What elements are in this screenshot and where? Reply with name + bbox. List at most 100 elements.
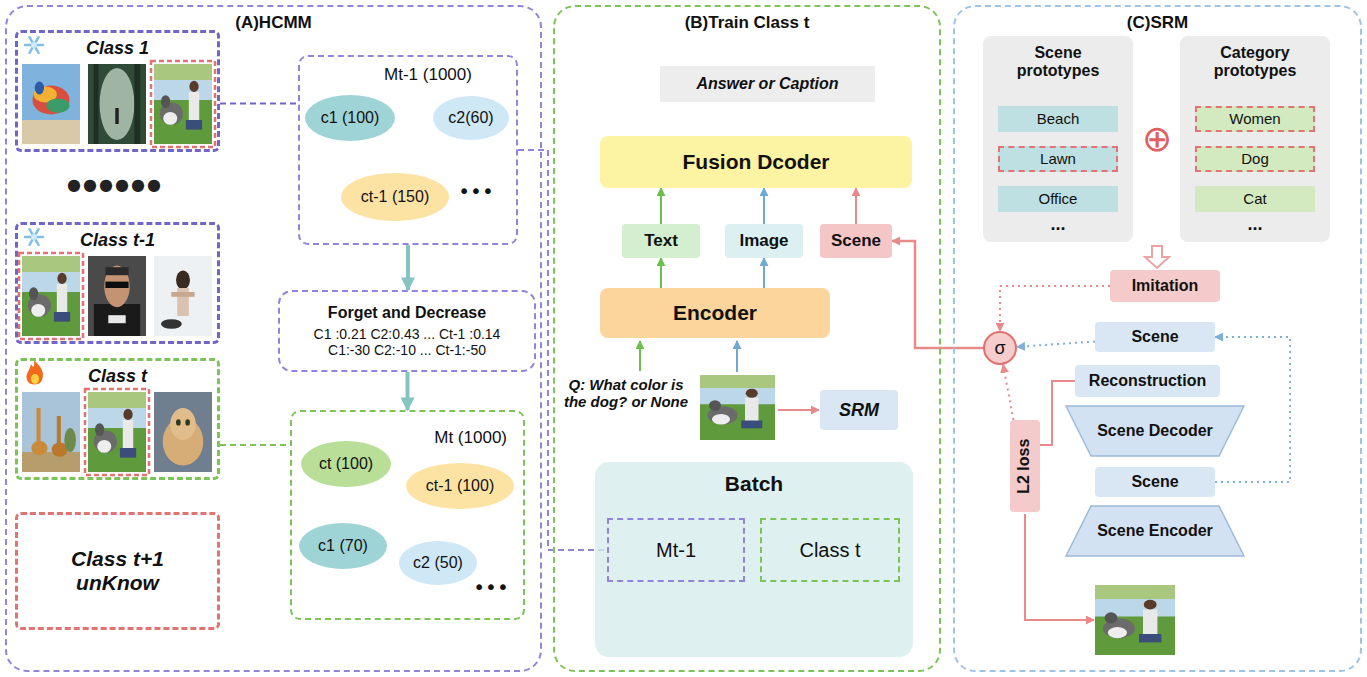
node-label: Mt (1000)	[434, 428, 507, 448]
node-label: (A)HCMM	[235, 13, 311, 33]
zoom-line	[220, 103, 298, 105]
photo-shape	[1144, 600, 1157, 610]
node-label: Reconstruction	[1089, 372, 1206, 390]
hollow-arrow	[1145, 246, 1169, 268]
photo	[22, 64, 80, 144]
photo-shape	[95, 423, 104, 436]
node-label: Mt-1	[656, 539, 696, 562]
node-label: Dog	[1241, 150, 1269, 167]
node-label: ct-1 (100)	[426, 477, 494, 495]
class-box: Class t	[15, 358, 220, 480]
photo	[154, 392, 212, 472]
ellipsis-dots: •••	[463, 576, 519, 599]
node-label: ct (100)	[319, 455, 373, 473]
photo-shape	[57, 284, 67, 316]
prototype-item: Women	[1195, 106, 1315, 132]
dotted-arrow	[1017, 342, 1095, 347]
training-icon	[27, 360, 43, 385]
input-arrow	[639, 341, 641, 371]
node-label: Forget and Decrease	[328, 304, 486, 322]
outline-ellipse	[399, 541, 477, 585]
unknown-class-box: Class t+1 unKnow	[15, 512, 220, 630]
node-label: (B)Train Class t	[685, 13, 810, 33]
flame	[27, 360, 43, 385]
photo-shape	[105, 267, 128, 275]
photo-ground	[88, 64, 146, 144]
node-label: Scene	[1131, 328, 1178, 346]
photo-shape	[700, 404, 775, 440]
panel: (A)HCMMClass 1Class t-1Class tClass t+1 …	[5, 5, 542, 672]
ellipsis-dots: •••	[448, 180, 504, 203]
photo	[154, 256, 212, 336]
outline-ellipse	[341, 173, 449, 221]
prototype-item: Beach	[998, 106, 1118, 132]
flow-arrow	[660, 258, 662, 288]
node-label: Class t	[88, 366, 147, 387]
icon-dot	[31, 42, 37, 48]
icon-stroke	[30, 37, 39, 53]
icon-stroke	[30, 37, 39, 53]
feature-box: Text	[622, 224, 700, 258]
node-label: Image	[739, 231, 788, 251]
photo-shape	[105, 282, 128, 288]
feature-box: Image	[725, 224, 803, 258]
photo-shape	[186, 120, 202, 130]
class-ellipse: c2 (50)	[398, 540, 478, 586]
class-ellipse: c1 (70)	[298, 522, 388, 570]
node-label: Text	[644, 231, 678, 251]
photo-shape	[29, 287, 38, 300]
outline-ellipse	[299, 523, 387, 569]
photo-shape	[700, 375, 775, 388]
photo-shape	[161, 319, 182, 329]
photo-shape	[46, 98, 69, 112]
photo-shape	[22, 120, 80, 144]
photo-shape	[185, 419, 190, 425]
node-label: Beach	[1037, 110, 1080, 127]
icon-dot	[31, 234, 37, 240]
outline-ellipse	[433, 96, 509, 140]
photo-ground	[154, 64, 212, 144]
frozen-icon	[25, 229, 43, 245]
photo-shape	[88, 392, 146, 408]
photo-shape	[171, 292, 194, 297]
flow-arrow	[763, 188, 765, 224]
encoder-box: Encoder	[600, 288, 830, 338]
photo	[22, 392, 80, 472]
scene-feed-arrow	[892, 241, 983, 348]
outline-ellipse	[406, 463, 514, 509]
photo-shape	[176, 419, 181, 425]
photo-shape	[154, 100, 212, 144]
outline-trapezoid	[1066, 506, 1244, 556]
icon-stroke	[30, 229, 39, 245]
node-label: c1 (70)	[318, 537, 368, 555]
photo-ground	[88, 392, 146, 472]
decoder-trapezoid: Scene Decoder	[1065, 405, 1245, 457]
photo-shape	[134, 64, 140, 144]
photo-ground	[22, 256, 80, 336]
photo-shape	[123, 409, 132, 420]
class-ellipse: c1 (100)	[304, 94, 396, 142]
photo-ground	[1095, 585, 1175, 655]
prototype-item: Dog	[1195, 146, 1315, 172]
dotted-arrow	[1003, 365, 1013, 420]
photo-shape	[54, 312, 70, 322]
ellipsis-dots: ...	[1030, 214, 1086, 235]
photo-ground	[22, 392, 80, 472]
node-label: Scene	[1131, 473, 1178, 491]
panel: (C)SRMScene prototypesBeachLawnOfficeCat…	[953, 5, 1362, 672]
node-label: C1 :0.21 C2:0.43 ... Ct-1 :0.14	[314, 326, 501, 342]
batch-part: Mt-1	[607, 518, 745, 582]
scene-box: Scene	[1095, 322, 1215, 352]
scene-box: Scene	[1095, 467, 1215, 497]
highlight-frame	[151, 61, 215, 147]
forget-box: Forget and Decrease C1 :0.21 C2:0.43 ... …	[278, 290, 536, 372]
node-label: Office	[1039, 190, 1078, 207]
loss-box: L2 loss	[1010, 420, 1040, 512]
photo-shape	[104, 266, 130, 308]
imitation-box: Imitation	[1110, 270, 1220, 302]
photo-shape	[35, 82, 44, 95]
memory-link	[518, 150, 607, 550]
node-label: Class t	[799, 539, 860, 562]
outline-trapezoid	[1066, 406, 1244, 456]
